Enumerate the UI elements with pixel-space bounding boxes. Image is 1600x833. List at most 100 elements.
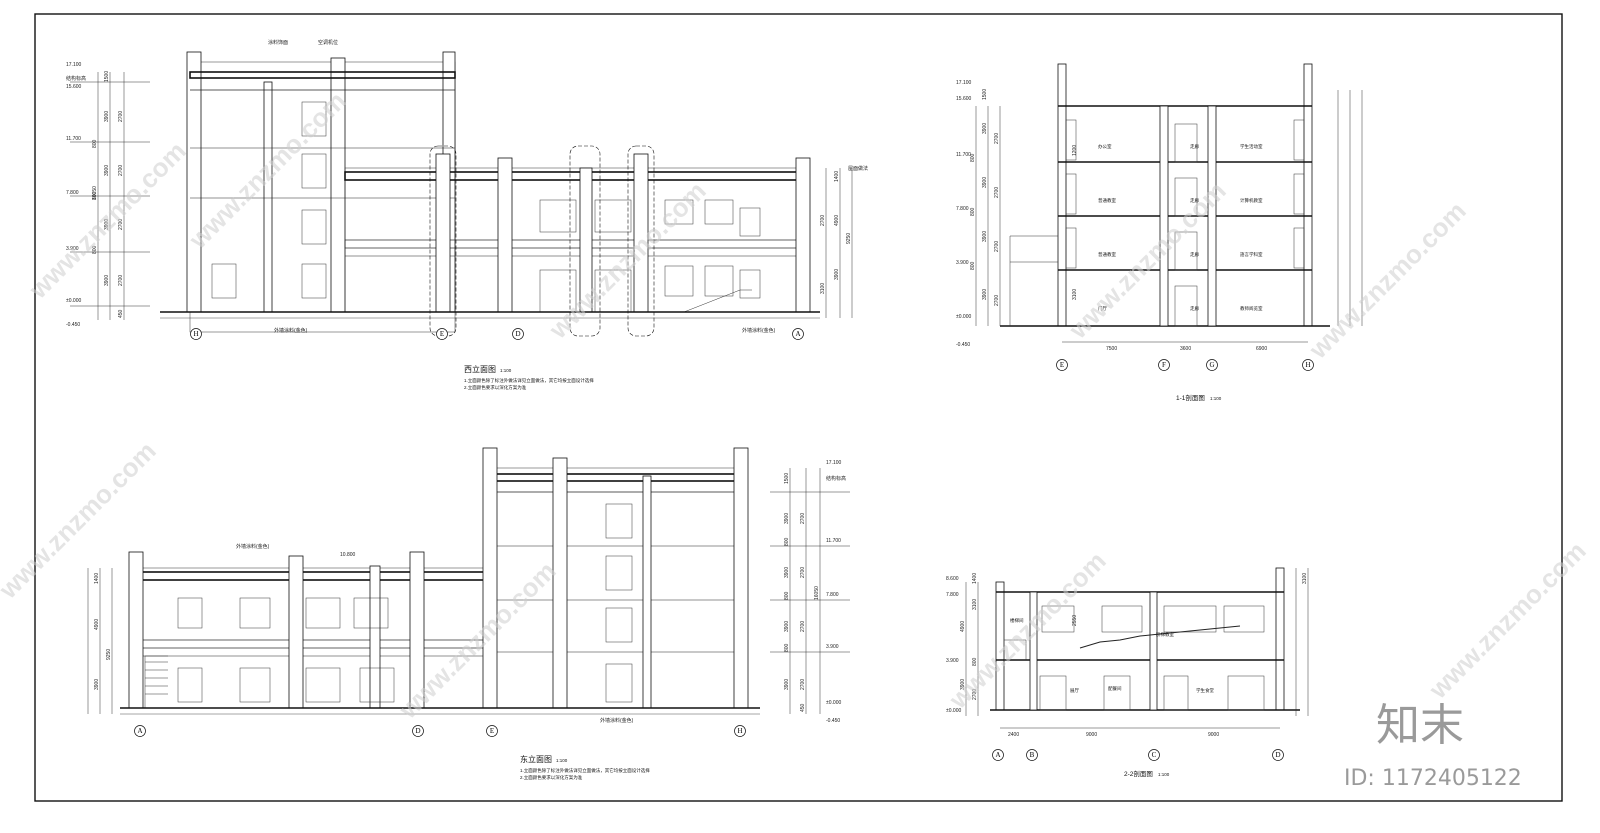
dimension-label: 450 [118, 309, 124, 318]
axis-marker-circle [436, 328, 448, 340]
span-label: 7500 [1106, 346, 1117, 352]
dimension-label: 800 [92, 245, 98, 254]
axis-marker-circle [1056, 359, 1068, 371]
dimension-label: 1400 [94, 573, 100, 584]
dimension-label: 800 [970, 261, 976, 270]
annotation-label: 外墙涂料(金色) [600, 717, 634, 724]
elevation-label: -0.450 [66, 322, 80, 328]
dimension-label: 2700 [994, 133, 1000, 144]
dimension-label: 800 [970, 207, 976, 216]
west-dimension-labels: 1500390039003900390045027002700270027008… [66, 39, 868, 334]
dimension-label: 1400 [834, 171, 840, 182]
room-label: 走廊 [1190, 143, 1199, 150]
annotation-label: 外墙涂料(金色) [742, 327, 776, 334]
room-label: 楼梯间 [1010, 617, 1024, 624]
axis-marker-circle [992, 749, 1004, 761]
axis-marker-circle [1206, 359, 1218, 371]
dimension-label: 3100 [820, 283, 826, 294]
east-title: 东立面图 [520, 754, 552, 764]
dimension-label: 3100 [1072, 289, 1078, 300]
axis-marker-label: A [137, 727, 142, 735]
section-1-1-room-labels: 办公室走廊学生活动室普通教室走廊计算机教室普通教室走廊語言学科室门厅走廊教师阅览… [1098, 143, 1263, 312]
dimension-label: 800 [92, 191, 98, 200]
axis-marker-circle [1158, 359, 1170, 371]
axis-marker-label: E [440, 330, 444, 338]
elevation-label: 11.700 [826, 538, 841, 544]
section-2-2 [965, 567, 1309, 729]
axis-marker-circle [1272, 749, 1284, 761]
room-label: 普通教室 [1098, 251, 1116, 258]
dimension-label: 4900 [834, 215, 840, 226]
dimension-label: 2700 [118, 219, 124, 230]
dimension-label: 3100 [972, 599, 978, 610]
elevation-label: 17.100 [826, 460, 842, 466]
axis-marker-circle [792, 328, 804, 340]
room-label: 配餐间 [1108, 685, 1122, 692]
dimension-label: 1200 [1072, 145, 1078, 156]
annotation-label: 结构标高 [66, 75, 86, 82]
span-label: 9000 [1086, 732, 1097, 738]
dimension-label: 800 [972, 657, 978, 666]
span-label: 3600 [1180, 346, 1191, 352]
annotation-label: 外墙涂料(金色) [236, 543, 270, 550]
dimension-label: 800 [784, 591, 790, 600]
room-label: 门厅 [1098, 305, 1107, 312]
elevation-label: ±0.000 [956, 314, 971, 320]
axis-marker-label: E [490, 727, 494, 735]
elevation-label: 11.700 [956, 152, 971, 158]
dimension-label: 9250 [106, 649, 112, 660]
section-1-1-scale: 1:100 [1210, 396, 1222, 401]
axis-marker-label: H [1305, 361, 1310, 369]
dimension-label: 2700 [800, 513, 806, 524]
dimension-label: 3900 [104, 111, 110, 122]
room-label: 語言学科室 [1240, 251, 1263, 258]
room-label: 走廊 [1190, 251, 1199, 258]
span-label: 6900 [1256, 346, 1267, 352]
dimension-label: 3100 [1302, 573, 1308, 584]
dimension-label: 2700 [994, 187, 1000, 198]
dimension-label: 3900 [104, 165, 110, 176]
dimension-label: 3900 [784, 513, 790, 524]
annotation-label: 外墙涂料(金色) [274, 327, 308, 334]
room-label: 学生活动室 [1240, 143, 1263, 150]
elevation-label: 8.600 [946, 576, 959, 582]
axis-marker-label: E [1060, 361, 1064, 369]
axis-marker-label: D [1275, 751, 1280, 759]
dimension-label: 2700 [118, 111, 124, 122]
dimension-label: 800 [970, 153, 976, 162]
elevation-label: -0.450 [956, 342, 970, 348]
axis-marker-label: A [995, 751, 1000, 759]
dimension-label: 450 [800, 703, 806, 712]
dimension-label: 3900 [982, 123, 988, 134]
elevation-label: 15.600 [66, 84, 82, 90]
elevation-label: 10.800 [340, 552, 356, 558]
elevation-label: 7.800 [946, 592, 959, 598]
axis-marker-circle [412, 725, 424, 737]
east-dimension-labels: 1500390039003900390045027002700270027008… [94, 460, 846, 724]
elevation-label: 11.700 [66, 136, 81, 142]
room-label: 走廊 [1190, 197, 1199, 204]
dimension-label: 16050 [92, 186, 98, 200]
room-label: 走廊 [1190, 305, 1199, 312]
elevation-label: 17.100 [956, 80, 972, 86]
dimension-label: 3900 [784, 621, 790, 632]
axis-marker-label: D [515, 330, 520, 338]
dimension-label: 3900 [834, 269, 840, 280]
dimension-label: 3900 [784, 567, 790, 578]
dimension-label: 2700 [800, 621, 806, 632]
west-note-2: 2.立面颜色要求以深化方案为准 [464, 384, 527, 391]
dimension-label: 2700 [820, 215, 826, 226]
axis-marker-circle [734, 725, 746, 737]
dimension-label: 16050 [814, 586, 820, 600]
dimension-label: 1500 [982, 89, 988, 100]
east-elevation [87, 447, 850, 715]
dimension-label: 3900 [784, 679, 790, 690]
west-elevation [70, 51, 853, 337]
room-label: 计算机教室 [1240, 197, 1263, 204]
elevation-label: 15.600 [956, 96, 972, 102]
dimension-label: 1400 [972, 573, 978, 584]
